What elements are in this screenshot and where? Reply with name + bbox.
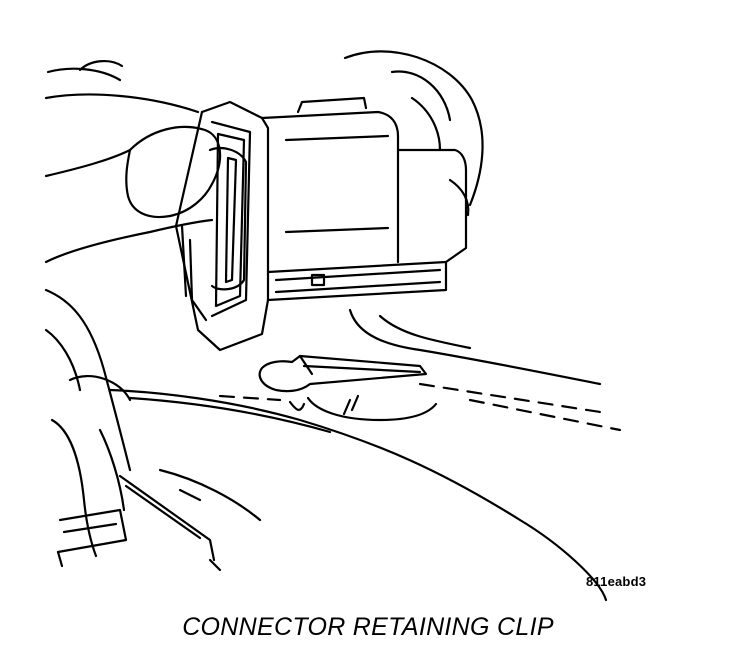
electrical-connector-body: [174, 96, 468, 352]
figure-reference-id: 811eabd3: [586, 574, 647, 589]
upper-right-cables: [343, 50, 484, 217]
retaining-clip-drawing: [258, 354, 428, 411]
figure-caption: CONNECTOR RETAINING CLIP: [182, 613, 554, 641]
upper-wiring-hoses: [44, 60, 222, 264]
hidden-edge-dashes: [218, 382, 622, 432]
lower-body-panel: [44, 288, 608, 602]
